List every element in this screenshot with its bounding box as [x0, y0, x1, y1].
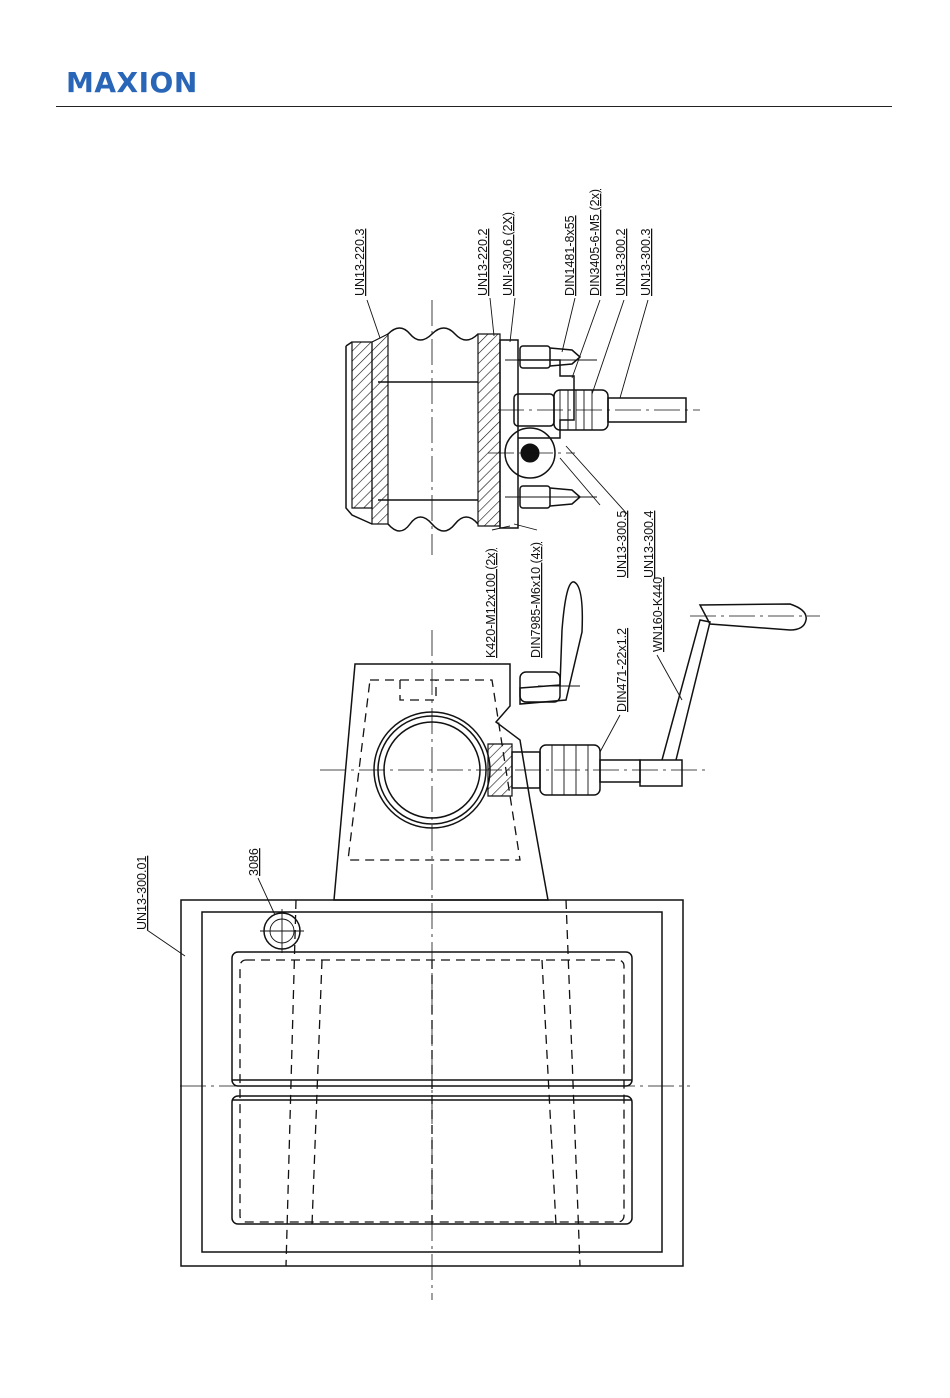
callout-label: UN13-300.5	[615, 511, 629, 578]
break-line	[388, 328, 478, 340]
callout-label: DIN471-22x1.2	[615, 628, 629, 712]
callout-label: K420-M12x100 (2x)	[484, 548, 498, 658]
callout-label: DIN1481-8x55	[563, 215, 577, 296]
callout-label: UN13-220.2	[476, 229, 490, 296]
callout-label: UN13-300.01	[135, 856, 149, 930]
sleeve-section	[478, 334, 500, 526]
callout-label: UN13-220.3	[353, 229, 367, 296]
top-callouts: UN13-220.3 UN13-220.2 UNI-300.6 (2X) DIN…	[353, 189, 653, 296]
callout-label: UN13-300.3	[639, 229, 653, 296]
callout-label: UNI-300.6 (2X)	[501, 212, 515, 296]
middle-callouts: DIN471-22x1.2 WN160-K440	[615, 577, 665, 712]
upper-pin	[520, 346, 550, 368]
callout-label: UN13-300.4	[642, 511, 656, 578]
callout-label: WN160-K440	[651, 577, 665, 652]
callout-label: UN13-300.2	[614, 229, 628, 296]
bracket-view	[320, 582, 820, 1300]
top-leaders	[367, 298, 648, 515]
bracket-outline	[334, 664, 548, 900]
housing-section	[352, 342, 372, 508]
callout-label: DIN3405-6-M5 (2x)	[588, 189, 602, 296]
base-plate-view	[147, 878, 690, 1266]
callout-label: DIN7985-M6x10 (4x)	[529, 542, 543, 658]
crank-handle	[640, 760, 682, 786]
base-callouts: UN13-300.01 3086	[135, 848, 261, 930]
callout-label: 3086	[247, 848, 261, 876]
